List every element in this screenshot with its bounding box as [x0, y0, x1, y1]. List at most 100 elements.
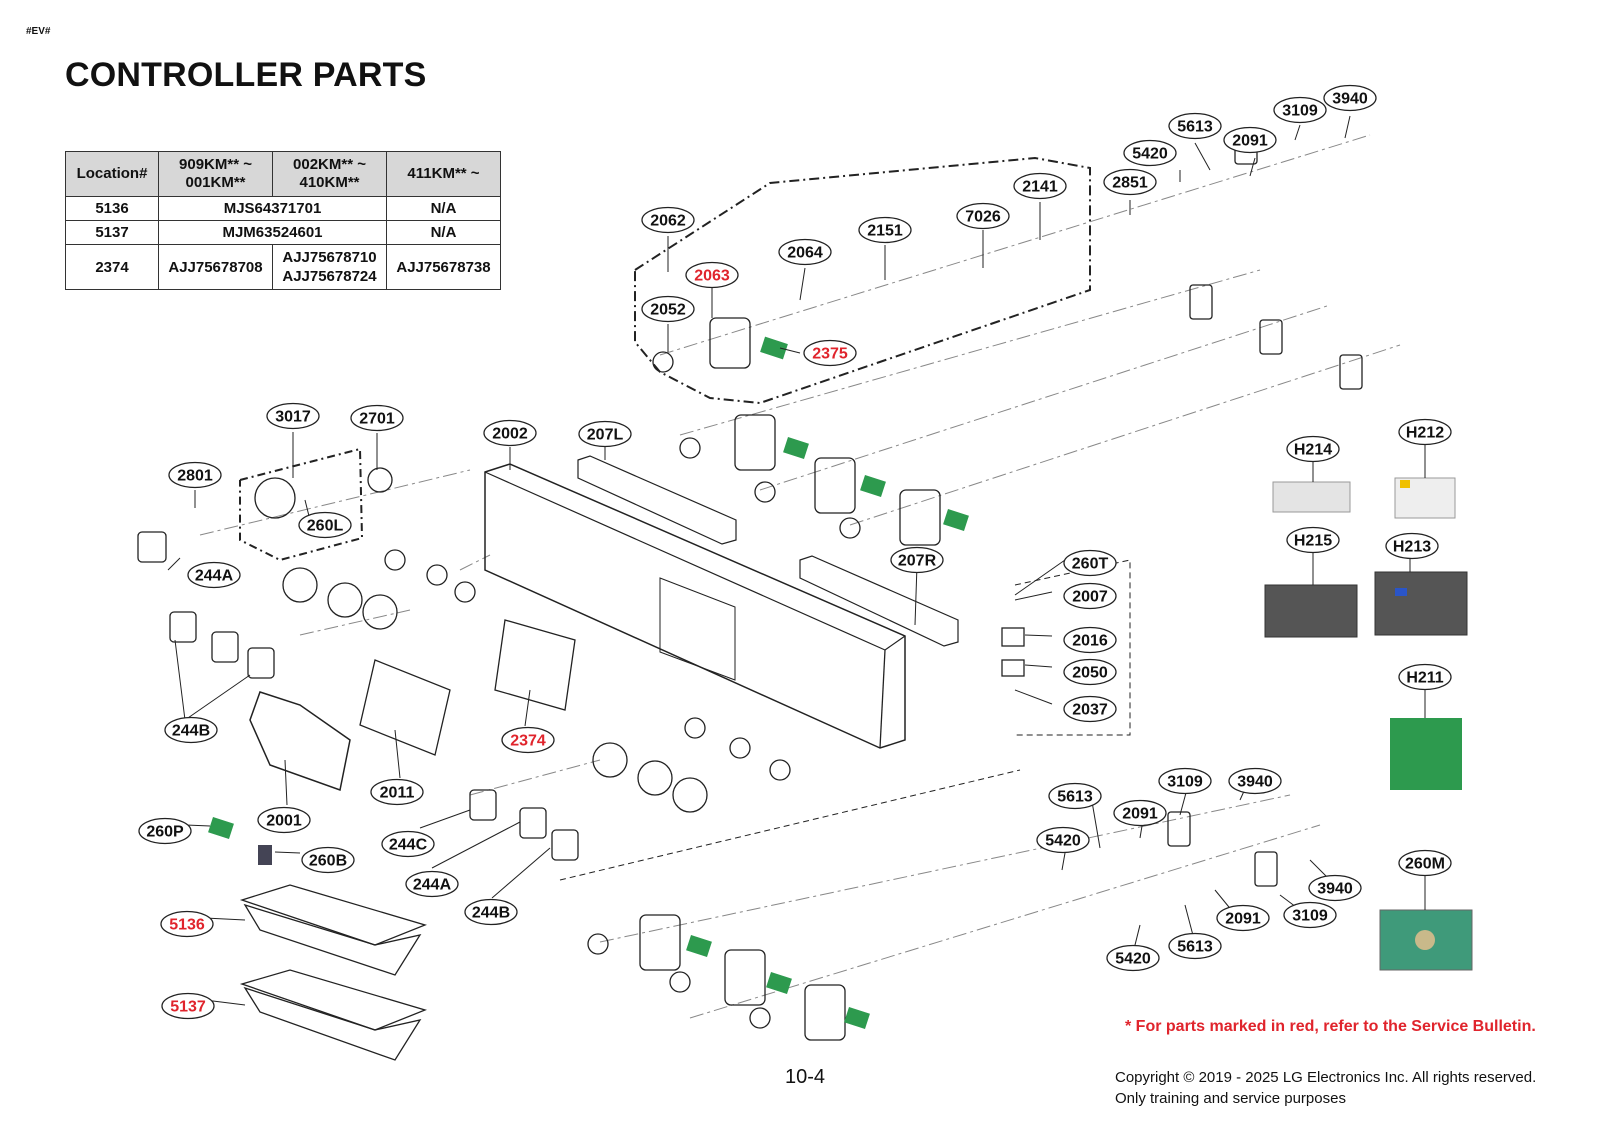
page-title: CONTROLLER PARTS: [65, 56, 427, 94]
table-cell-line: AJJ75678710: [282, 249, 377, 266]
label-text: 2050: [1072, 665, 1108, 682]
part-label-260P: 260P: [138, 817, 192, 845]
label-text: 5137: [170, 999, 206, 1016]
label-text: 260T: [1072, 556, 1109, 573]
label-text: 2091: [1122, 806, 1158, 823]
table-header: Location#: [65, 151, 159, 197]
label-text: 2007: [1072, 589, 1108, 606]
label-text: H212: [1406, 425, 1444, 442]
label-bubble: [168, 461, 222, 489]
part-label-5420: 5420: [1106, 944, 1160, 972]
page-number: 10-4: [785, 1066, 826, 1088]
part-label-2801: 2801: [168, 461, 222, 489]
table-header: 411KM** ~: [386, 151, 501, 197]
part-label-2374: 2374: [501, 726, 555, 754]
group-outline: [239, 447, 364, 562]
part-label-3940: 3940: [1228, 767, 1282, 795]
label-bubble: [1168, 932, 1222, 960]
label-text: 207R: [898, 553, 937, 570]
ring-shapes: [367, 351, 861, 1029]
part-label-5613: 5613: [1048, 782, 1102, 810]
label-bubble: [1063, 626, 1117, 654]
table-cell: 5136: [65, 196, 159, 221]
part-label-244B: 244B: [464, 898, 518, 926]
label-text: 2052: [650, 302, 686, 319]
label-bubble: [257, 806, 311, 834]
label-text: 244B: [172, 723, 210, 740]
label-text: 5136: [169, 917, 205, 934]
part-label-H214: H214: [1286, 435, 1340, 463]
label-text: 260L: [307, 518, 344, 535]
label-bubble: [890, 546, 944, 574]
parts-table: Location# 909KM** ~ 001KM** 002KM** ~ 41…: [65, 151, 501, 290]
part-label-260B: 260B: [301, 846, 355, 874]
label-bubble: [1063, 658, 1117, 686]
label-text: 2151: [867, 223, 903, 240]
label-text: 5420: [1045, 833, 1081, 850]
label-text: 2001: [266, 813, 302, 830]
label-text: 2016: [1072, 633, 1108, 650]
part-label-2091: 2091: [1223, 126, 1277, 154]
label-bubble: [1168, 112, 1222, 140]
label-bubble: [1283, 901, 1337, 929]
part-label-207L: 207L: [578, 420, 632, 448]
table-cell: AJJ75678738: [386, 244, 501, 290]
label-bubble: [1216, 904, 1270, 932]
part-label-3109: 3109: [1158, 767, 1212, 795]
label-bubble: [1308, 874, 1362, 902]
part-label-7026: 7026: [956, 202, 1010, 230]
label-bubble: [1048, 782, 1102, 810]
part-label-5137: 5137: [161, 992, 215, 1020]
label-bubble: [501, 726, 555, 754]
part-label-5420: 5420: [1036, 826, 1090, 854]
copyright-line: Only training and service purposes: [1115, 1090, 1346, 1107]
part-label-244C: 244C: [381, 830, 435, 858]
label-text: 3017: [275, 409, 311, 426]
part-label-5613: 5613: [1168, 112, 1222, 140]
label-bubble: [1273, 96, 1327, 124]
label-bubble: [578, 420, 632, 448]
label-bubble: [956, 202, 1010, 230]
label-bubble: [266, 402, 320, 430]
part-label-260L: 260L: [298, 511, 352, 539]
label-text: 2002: [492, 426, 528, 443]
label-bubble: [161, 992, 215, 1020]
group-outline: [559, 769, 1021, 881]
label-text: 244C: [389, 837, 428, 854]
label-text: H215: [1294, 533, 1332, 550]
label-bubble: [1158, 767, 1212, 795]
part-label-2701: 2701: [350, 404, 404, 432]
label-text: 3940: [1237, 774, 1273, 791]
label-text: 3940: [1317, 881, 1353, 898]
label-text: 3940: [1332, 91, 1368, 108]
part-label-2016: 2016: [1063, 626, 1117, 654]
part-label-H211: H211: [1398, 663, 1452, 691]
part-label-2007: 2007: [1063, 582, 1117, 610]
part-label-244B: 244B: [164, 716, 218, 744]
label-text: 2701: [359, 411, 395, 428]
table-cell: AJJ75678708: [158, 244, 273, 290]
label-text: 244B: [472, 905, 510, 922]
tray-5137: [239, 969, 427, 1061]
part-label-2001: 2001: [257, 806, 311, 834]
table-cell: 2374: [65, 244, 159, 290]
table-row: 5136 MJS64371701 N/A: [65, 196, 501, 221]
table-header-row: Location# 909KM** ~ 001KM** 002KM** ~ 41…: [65, 151, 501, 197]
label-text: 5613: [1177, 119, 1213, 136]
pcb-photo-h211: [1390, 718, 1462, 790]
label-text: 5420: [1132, 146, 1168, 163]
part-label-244A: 244A: [405, 870, 459, 898]
part-label-2091: 2091: [1216, 904, 1270, 932]
label-bubble: [1013, 172, 1067, 200]
label-bubble: [1286, 526, 1340, 554]
harness-photo-h214: [1272, 481, 1351, 513]
part-label-H212: H212: [1398, 418, 1452, 446]
part-label-2851: 2851: [1103, 168, 1157, 196]
part-label-260T: 260T: [1063, 549, 1117, 577]
label-text: 3109: [1282, 103, 1318, 120]
label-text: 3109: [1167, 774, 1203, 791]
label-bubble: [1228, 767, 1282, 795]
